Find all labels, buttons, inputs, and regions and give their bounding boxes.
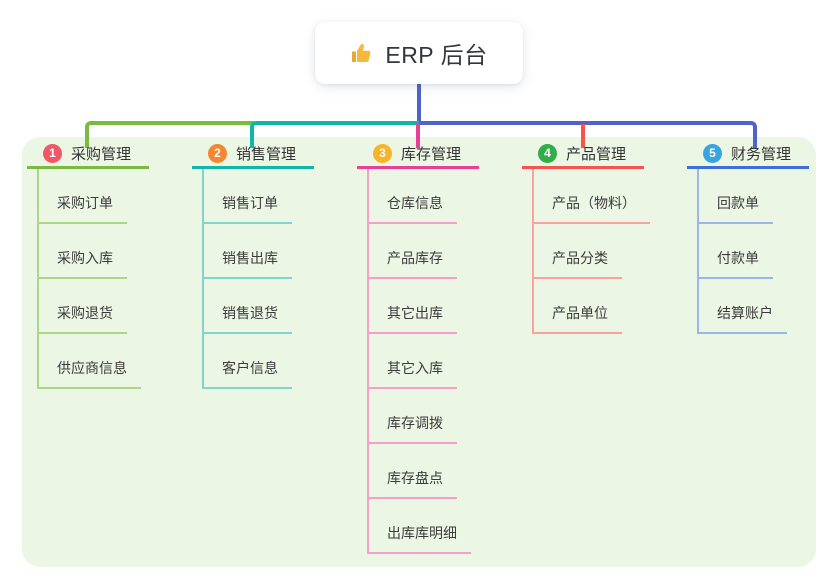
- branch-header-1[interactable]: 1 采购管理: [27, 143, 149, 169]
- branch-header-2[interactable]: 2 销售管理: [192, 143, 314, 169]
- child-node-label: 其它入库: [369, 358, 457, 389]
- child-node[interactable]: 供应商信息: [39, 334, 187, 389]
- child-node-label: 仓库信息: [369, 193, 457, 224]
- root-node[interactable]: ERP 后台: [315, 22, 523, 84]
- branch-title-label: 产品管理: [566, 145, 627, 163]
- child-node[interactable]: 产品库存: [369, 224, 517, 279]
- child-node[interactable]: 采购订单: [39, 169, 187, 224]
- branch-number-badge: 5: [703, 143, 722, 163]
- child-node-label: 库存调拨: [369, 413, 457, 444]
- child-node-label: 销售订单: [204, 193, 292, 224]
- branch-children: 回款单付款单结算账户: [697, 169, 839, 334]
- branch-title-label: 采购管理: [71, 145, 132, 163]
- child-node-label: 销售退货: [204, 303, 292, 334]
- branch-4: 4 产品管理产品（物料） 产品分类产品单位: [522, 143, 682, 334]
- trunk-line: [417, 84, 421, 124]
- child-node-label: 采购退货: [39, 303, 127, 334]
- branch-header-4[interactable]: 4 产品管理: [522, 143, 644, 169]
- child-node-label: 产品（物料）: [534, 193, 650, 224]
- child-node-label: 销售出库: [204, 248, 292, 279]
- child-node[interactable]: 销售订单: [204, 169, 352, 224]
- branch-header-5[interactable]: 5 财务管理: [687, 143, 809, 169]
- branch-header-3[interactable]: 3 库存管理: [357, 143, 479, 169]
- child-node-label: 产品库存: [369, 248, 457, 279]
- branch-children: 仓库信息产品库存其它出库其它入库库存调拨库存盘点出库库明细: [367, 169, 517, 554]
- child-node-label: 客户信息: [204, 358, 292, 389]
- branch-children: 采购订单采购入库采购退货供应商信息: [37, 169, 187, 389]
- branch-number-badge: 3: [373, 143, 392, 163]
- child-node[interactable]: 采购退货: [39, 279, 187, 334]
- rail-right: [419, 121, 757, 148]
- drop-branch3: [416, 124, 420, 148]
- child-node-label: 产品分类: [534, 248, 622, 279]
- child-node-label: 出库库明细: [369, 523, 471, 554]
- child-node-label: 采购入库: [39, 248, 127, 279]
- child-node[interactable]: 产品分类: [534, 224, 682, 279]
- branch-title-label: 财务管理: [731, 145, 792, 163]
- child-node[interactable]: 采购入库: [39, 224, 187, 279]
- child-node[interactable]: 付款单: [699, 224, 839, 279]
- root-node-label: ERP 后台: [385, 42, 488, 68]
- rail-branch2: [250, 121, 421, 148]
- branch-3: 3 库存管理仓库信息产品库存其它出库其它入库库存调拨库存盘点出库库明细: [357, 143, 517, 554]
- branches-panel: [22, 137, 816, 567]
- branch-5: 5 财务管理回款单付款单结算账户: [687, 143, 839, 334]
- child-node-label: 回款单: [699, 193, 773, 224]
- child-node-label: 采购订单: [39, 193, 127, 224]
- branch-number-badge: 4: [538, 143, 557, 163]
- branch-title-label: 库存管理: [401, 145, 462, 163]
- child-node[interactable]: 结算账户: [699, 279, 839, 334]
- child-node-label: 产品单位: [534, 303, 622, 334]
- branch-children: 销售订单销售出库销售退货客户信息: [202, 169, 352, 389]
- branch-1: 1 采购管理采购订单采购入库采购退货供应商信息: [27, 143, 187, 389]
- child-node[interactable]: 库存调拨: [369, 389, 517, 444]
- branch-title-label: 销售管理: [236, 145, 297, 163]
- child-node[interactable]: 仓库信息: [369, 169, 517, 224]
- child-node-label: 付款单: [699, 248, 773, 279]
- branch-number-badge: 2: [208, 143, 227, 163]
- rail-branch1: [85, 121, 254, 148]
- child-node[interactable]: 客户信息: [204, 334, 352, 389]
- child-node[interactable]: 销售退货: [204, 279, 352, 334]
- child-node-label: 库存盘点: [369, 468, 457, 499]
- child-node[interactable]: 回款单: [699, 169, 839, 224]
- branch-children: 产品（物料） 产品分类产品单位: [532, 169, 682, 334]
- drop-branch4: [581, 124, 585, 148]
- child-node[interactable]: 库存盘点: [369, 444, 517, 499]
- child-node[interactable]: 产品（物料）: [534, 169, 682, 224]
- branch-2: 2 销售管理销售订单销售出库销售退货客户信息: [192, 143, 352, 389]
- child-node[interactable]: 其它入库: [369, 334, 517, 389]
- child-node[interactable]: 其它出库: [369, 279, 517, 334]
- thumbs-up-icon: [350, 41, 374, 65]
- child-node-label: 供应商信息: [39, 358, 141, 389]
- child-node-label: 其它出库: [369, 303, 457, 334]
- child-node-label: 结算账户: [699, 303, 787, 334]
- child-node[interactable]: 产品单位: [534, 279, 682, 334]
- child-node[interactable]: 出库库明细: [369, 499, 517, 554]
- branch-number-badge: 1: [43, 143, 62, 163]
- child-node[interactable]: 销售出库: [204, 224, 352, 279]
